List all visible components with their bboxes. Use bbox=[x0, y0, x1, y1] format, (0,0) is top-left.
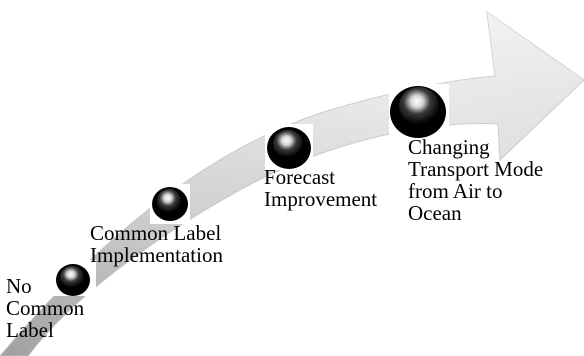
step-2-label: Common Label Implementation bbox=[90, 221, 223, 267]
step-2-orb bbox=[150, 184, 190, 224]
step-4-orb bbox=[389, 84, 449, 140]
step-1-orb bbox=[52, 260, 96, 296]
step-1-label: No Common Label bbox=[6, 274, 85, 342]
step-3-label: Forecast Improvement bbox=[264, 165, 378, 211]
step-3-orb bbox=[265, 124, 313, 170]
step-4-label: Changing Transport Mode from Air to Ocea… bbox=[408, 135, 544, 225]
